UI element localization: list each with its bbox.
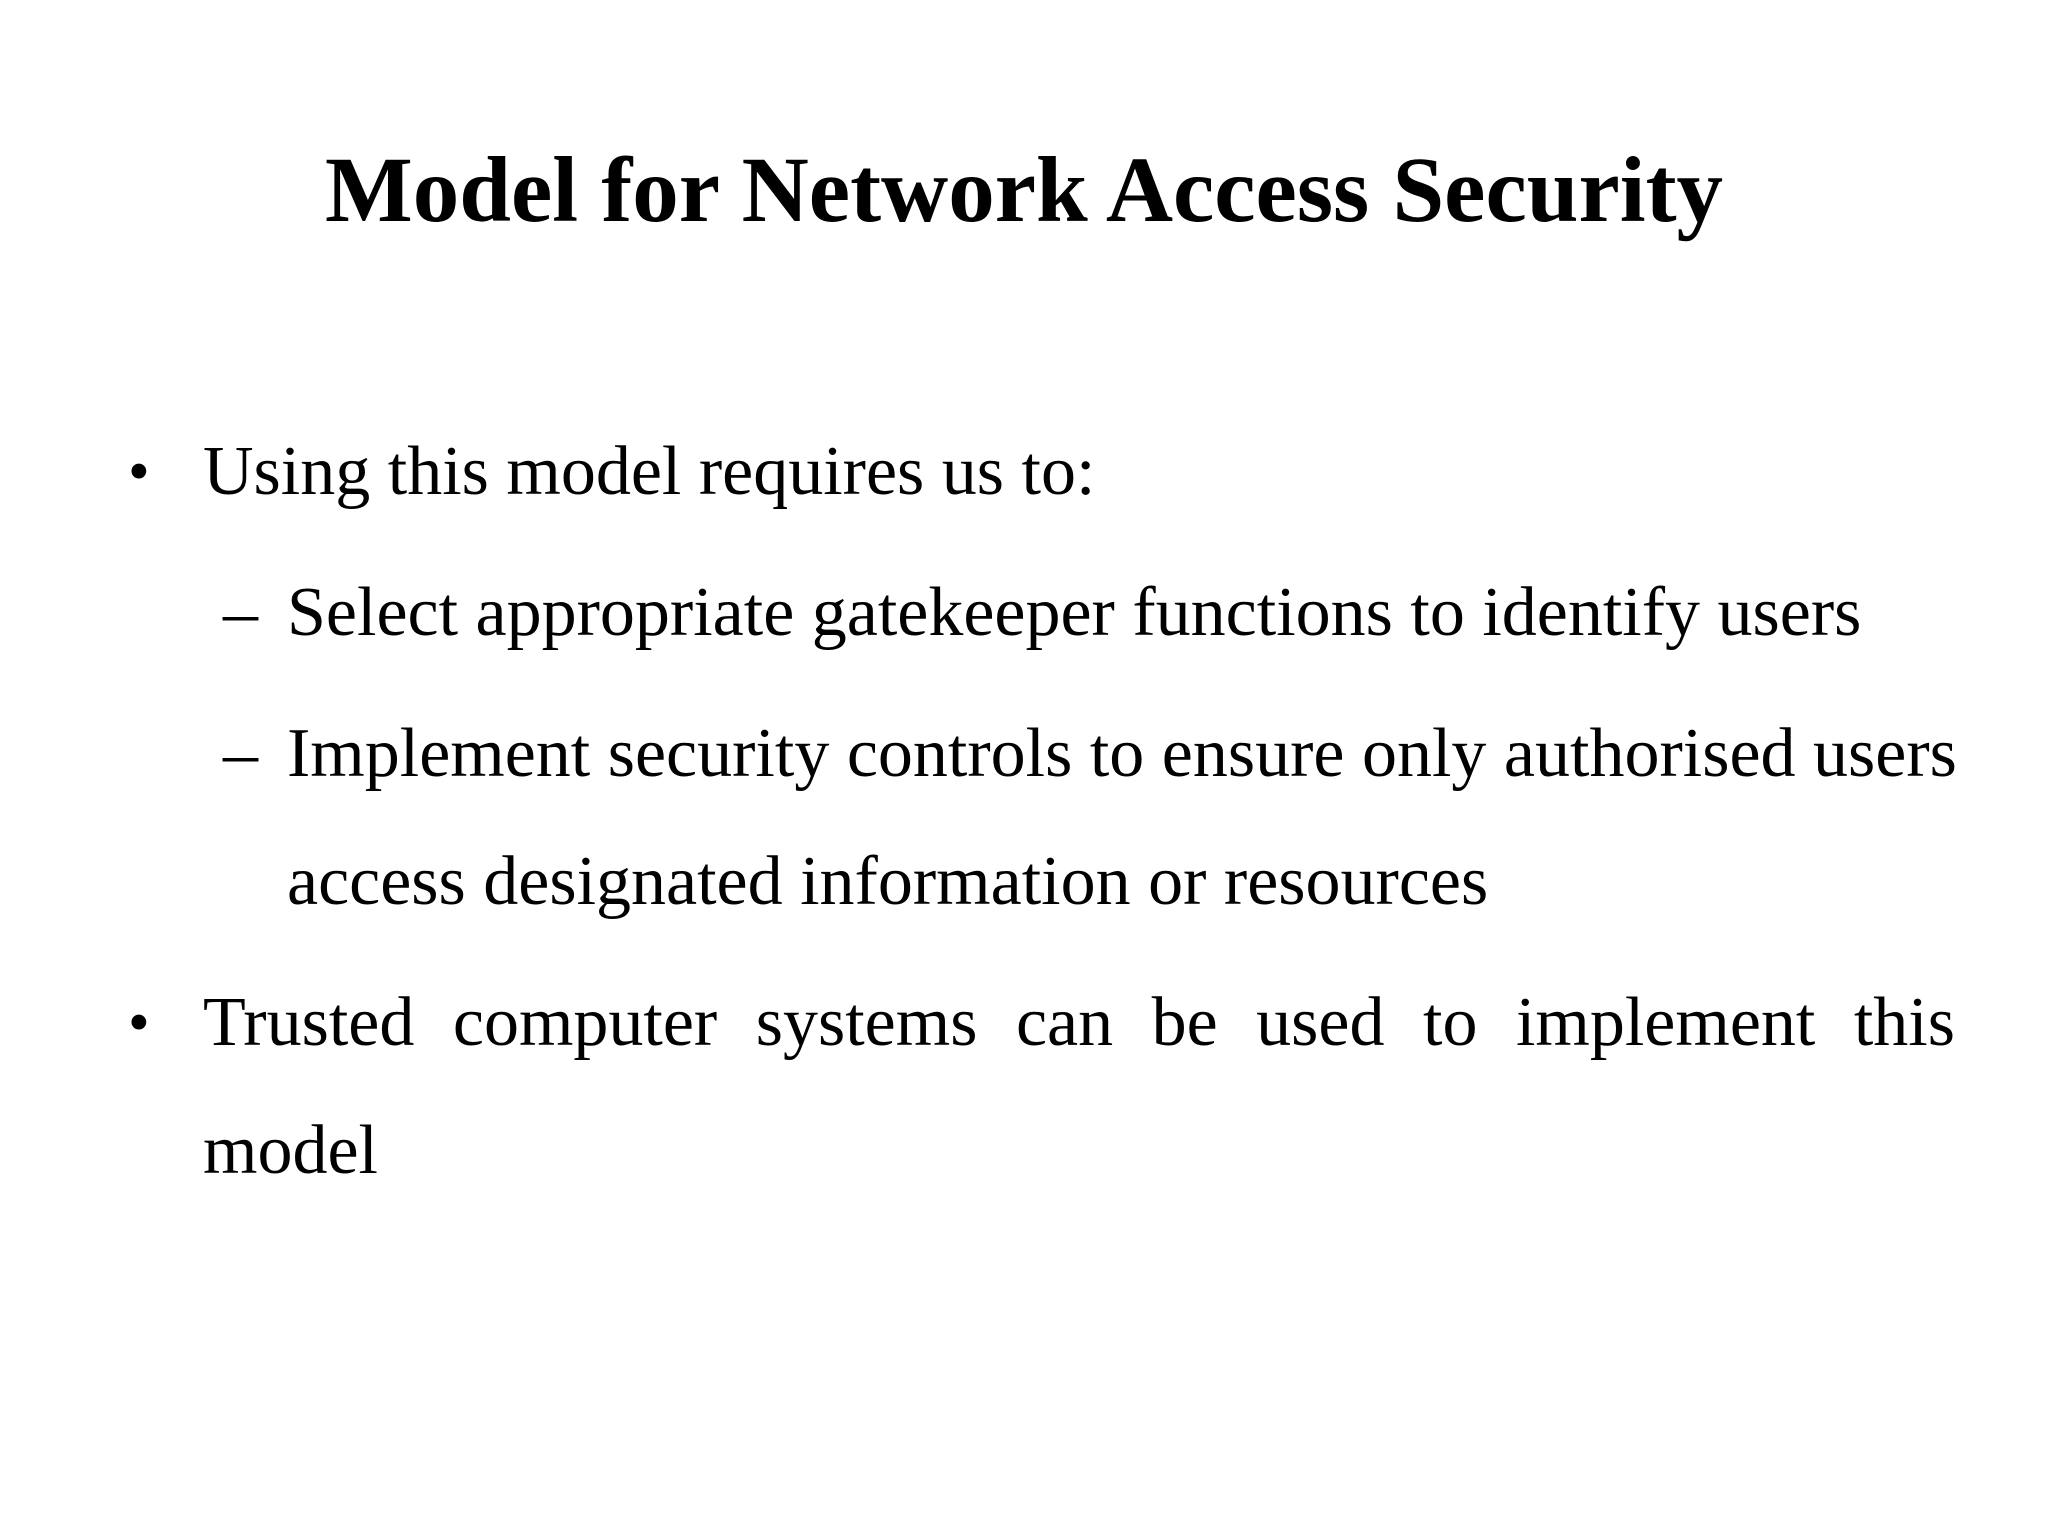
slide-title: Model for Network Access Security [324,139,1724,242]
bullet-item-select-gatekeeper: – Select appropriate gatekeeper function… [223,549,1955,677]
bullet-line: Implement security controls to ensure on… [287,715,1957,792]
bullet-item-implement-controls: – Implement security controls to ensure … [223,690,1957,946]
bullet-item-using-model: • Using this model requires us to: [128,408,1955,536]
bullet-item-trusted-systems: • Trusted computer systems can be used t… [128,959,1955,1215]
bullet-line: access designated information or resourc… [287,843,1489,920]
slide-body: • Using this model requires us to: – Sel… [128,408,1957,1228]
bullet-line: model [203,1112,378,1189]
bullet-dot-icon: • [128,989,150,1057]
dash-marker-icon: – [223,715,258,792]
bullet-line: Trusted computer systems can be used to … [203,984,1955,1061]
bullet-dot-icon: • [128,438,150,506]
dash-marker-icon: – [223,574,258,651]
bullet-line: Using this model requires us to: [203,433,1096,510]
bullet-line: Select appropriate gatekeeper functions … [287,574,1862,651]
